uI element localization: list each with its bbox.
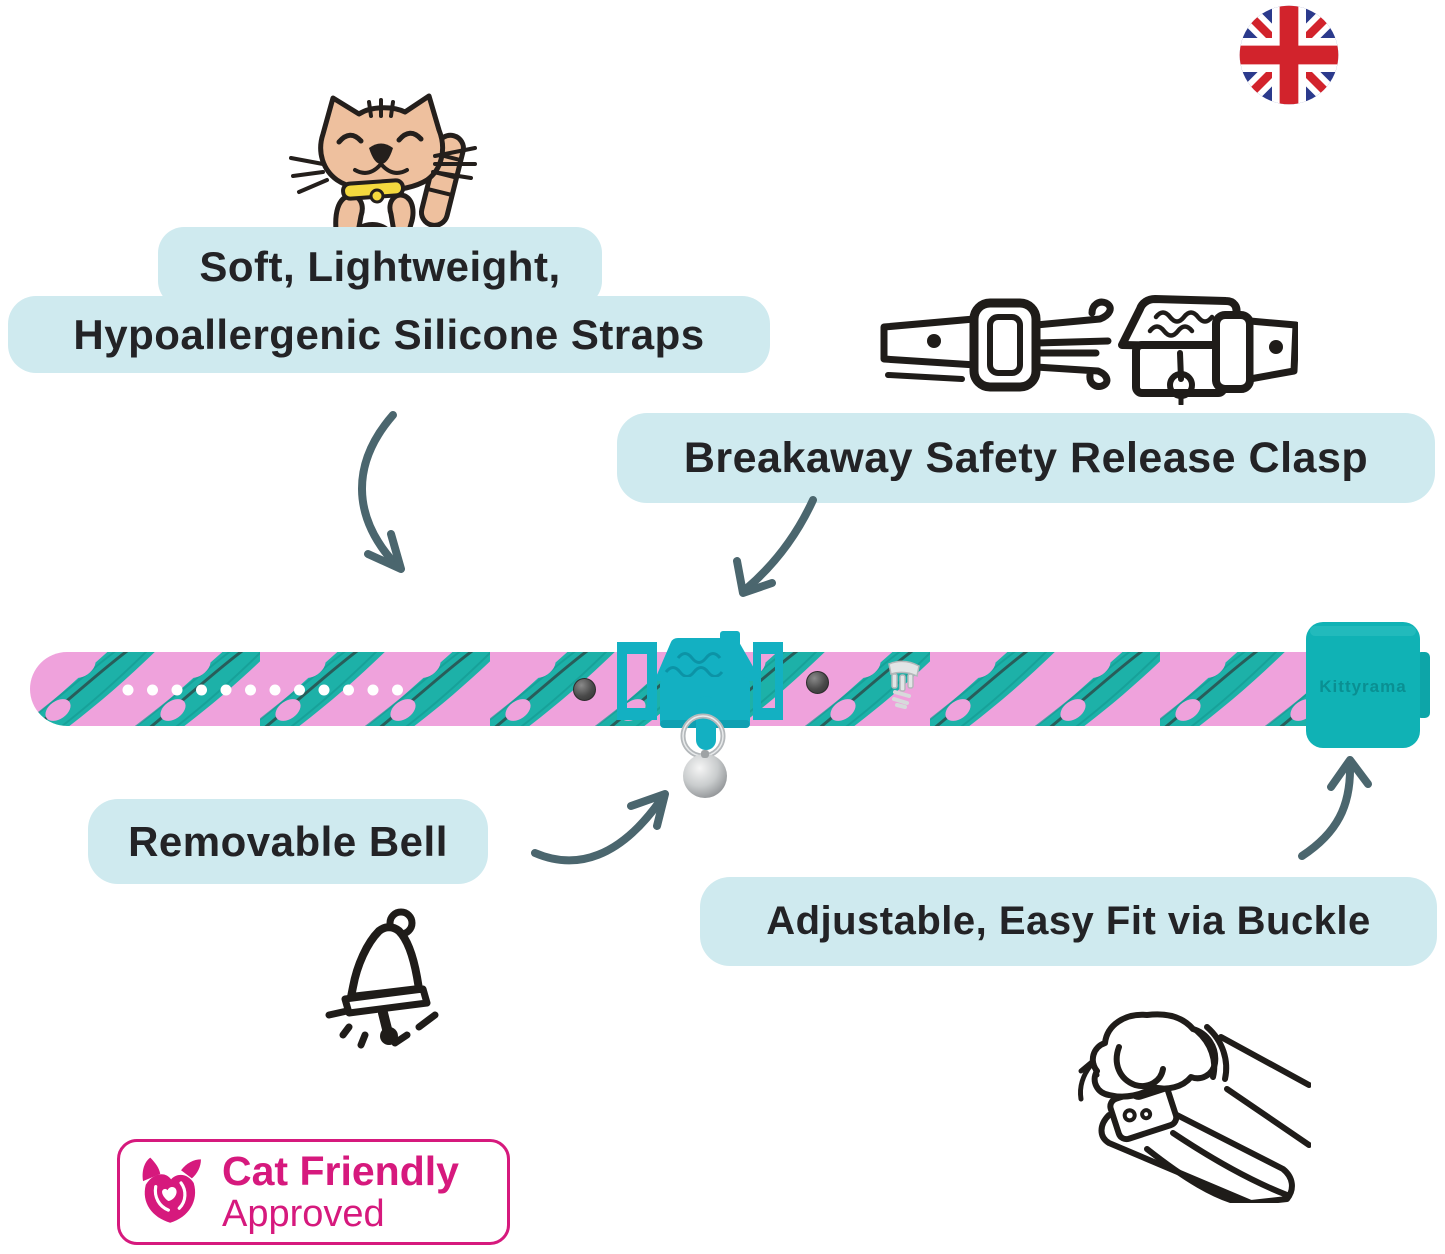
curved-arrow-bell-icon — [531, 797, 664, 865]
collar-strap-left — [30, 652, 700, 726]
cat-friendly-cat-logo-icon — [134, 1154, 210, 1230]
curved-arrow-clasp-icon — [742, 496, 817, 593]
ringing-bell-sketch-icon — [303, 903, 479, 1055]
hand-adjusting-buckle-sketch-icon — [1055, 1003, 1311, 1203]
collar-stud-right — [806, 671, 829, 694]
breakaway-clasp — [608, 626, 793, 801]
badge-text: Cat Friendly Approved — [222, 1147, 459, 1235]
uk-flag-icon — [1238, 4, 1340, 106]
happy-cat-illustration-icon — [283, 72, 479, 238]
callout-breakaway-clasp: Breakaway Safety Release Clasp — [617, 413, 1435, 503]
callout-adjustable-buckle: Adjustable, Easy Fit via Buckle — [700, 877, 1437, 966]
buckle-brand-text: Kittyrama — [1319, 677, 1406, 696]
collar-stud-left — [573, 678, 596, 701]
breakaway-clasp-sketch-icon — [878, 287, 1298, 405]
collar-strap-right — [700, 652, 1320, 726]
adjuster-buckle: Kittyrama — [1300, 620, 1434, 750]
badge-subtitle: Approved — [222, 1192, 385, 1235]
callout-straps-line1: Soft, Lightweight, — [158, 227, 602, 307]
callout-straps-line2: Hypoallergenic Silicone Straps — [8, 296, 770, 373]
callout-removable-bell: Removable Bell — [88, 799, 488, 884]
cat-friendly-approved-badge: Cat Friendly Approved — [117, 1139, 510, 1245]
curved-arrow-buckle-icon — [1298, 761, 1355, 860]
curved-arrow-straps-icon — [358, 411, 401, 570]
fishbone-charm-icon — [885, 658, 923, 710]
badge-title: Cat Friendly — [222, 1147, 459, 1194]
